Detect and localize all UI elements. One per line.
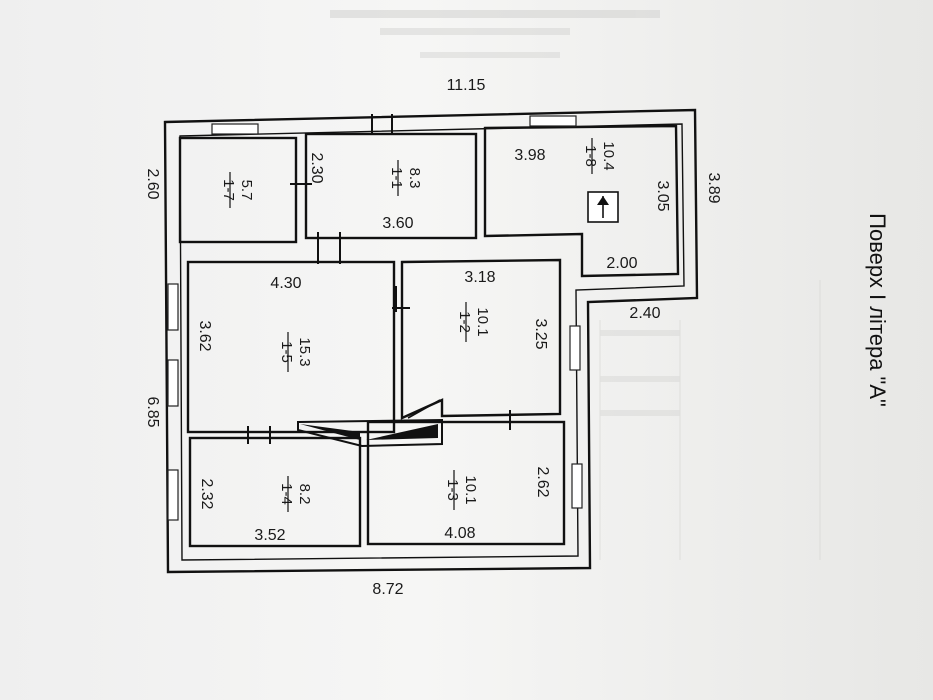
- dim-bottom: 8.72: [372, 581, 403, 598]
- room-1-2-dim-b: 3.25: [532, 318, 549, 349]
- room-1-5-outline: [186, 260, 396, 434]
- outer-wall-inner-line: [179, 123, 685, 561]
- room-1-5-dim-a: 4.30: [270, 275, 301, 292]
- room-1-2-dim-a: 3.18: [464, 269, 495, 286]
- window-left-3: [167, 469, 179, 521]
- dim-right-step: 2.40: [629, 305, 660, 322]
- room-1-3-id: 1-3: [444, 479, 461, 501]
- plan-title: Поверх І літера "А": [865, 213, 890, 407]
- room-1-1-dim-b: 3.60: [382, 215, 413, 232]
- stairs-fill-right: [366, 424, 438, 440]
- stairs-fill-left: [300, 424, 360, 440]
- dim-left-lower: 6.85: [144, 396, 161, 427]
- window-left-1: [167, 283, 179, 331]
- dim-top: 11.15: [447, 77, 486, 94]
- room-1-1-id: 1-1: [388, 167, 405, 189]
- window-top-1: [211, 123, 259, 135]
- room-1-8-area: 10.4: [600, 141, 617, 170]
- room-1-4-outline: [188, 436, 362, 548]
- dim-left-upper: 2.60: [144, 168, 161, 199]
- room-1-3-dim-a: 2.62: [534, 466, 551, 497]
- windows: [167, 115, 583, 521]
- room-1-7-outline: [178, 136, 298, 244]
- stairs: [297, 418, 443, 448]
- room-1-4-area: 8.2: [296, 484, 313, 505]
- room-1-2-area: 10.1: [474, 307, 491, 336]
- room-1-3-dim-b: 4.08: [444, 525, 475, 542]
- room-1-2-outline: [400, 258, 562, 420]
- background-marks: [330, 10, 821, 560]
- room-1-7-area: 5.7: [238, 180, 255, 201]
- room-1-1-area: 8.3: [406, 168, 423, 189]
- room-1-8-dim-c: 2.00: [606, 255, 637, 272]
- window-left-2: [167, 359, 179, 407]
- dim-right-upper: 3.89: [705, 172, 722, 203]
- room-1-4-id: 1-4: [278, 483, 295, 505]
- room-1-8-dim-a: 3.98: [514, 147, 545, 164]
- doors: [247, 114, 511, 444]
- window-top-2: [529, 115, 577, 127]
- room-1-8-outline: [483, 124, 680, 278]
- room-1-5-area: 15.3: [296, 337, 313, 366]
- room-1-5-id: 1-5: [278, 341, 295, 363]
- room-1-3-outline: [366, 420, 566, 546]
- stair-arrow-head-icon: [597, 196, 609, 205]
- room-1-4-dim-b: 3.52: [254, 527, 285, 544]
- room-1-8-id: 1-8: [582, 145, 599, 167]
- window-right-1: [569, 325, 581, 371]
- stairs-diagonal: [407, 399, 441, 419]
- room-1-3-area: 10.1: [462, 475, 479, 504]
- room-1-5-dim-b: 3.62: [196, 320, 213, 351]
- room-1-7-id: 1-7: [220, 179, 237, 201]
- room-1-2-id: 1-2: [456, 311, 473, 333]
- room-1-1-dim-a: 2.30: [308, 152, 325, 183]
- room-outlines: [178, 124, 680, 548]
- outer-wall: [163, 108, 699, 574]
- room-1-8-dim-b: 3.05: [654, 180, 671, 211]
- window-right-2: [571, 463, 583, 509]
- room-1-4-dim-a: 2.32: [198, 478, 215, 509]
